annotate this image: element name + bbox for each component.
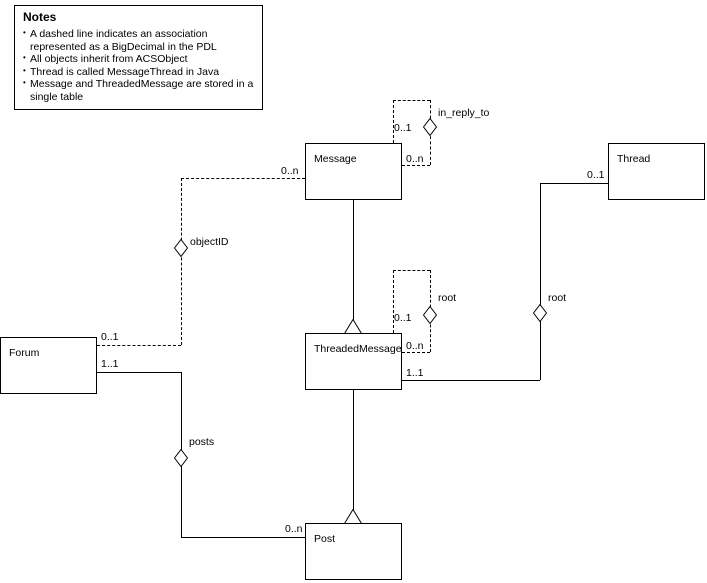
root-thread-line-top [540,183,608,184]
entity-thread: Thread [608,143,705,200]
multiplicity-in-reply-to-target: 0..1 [394,122,412,134]
entity-post: Post [305,523,402,580]
note-item: Message and ThreadedMessage are stored i… [23,77,255,103]
posts-diamond [174,449,188,467]
entity-forum-label: Forum [9,347,40,359]
note-item: A dashed line indicates an association r… [23,27,255,53]
multiplicity-root-self-source: 0..n [406,340,424,352]
entity-thread-label: Thread [617,153,651,165]
notes-title: Notes [23,10,57,24]
root-self-label: root [438,292,457,304]
objectid-label: objectID [190,236,229,248]
posts-line-top [97,372,181,373]
note-item: All objects inherit from ACSObject [23,52,255,66]
in-reply-to-diamond [423,118,437,136]
objectid-line-vertical [181,178,182,345]
in-reply-to-label: in_reply_to [438,107,490,119]
multiplicity-root-thread: 0..1 [587,169,605,181]
inheritance-line-message-threadedmessage [353,200,354,320]
multiplicity-root-self-target: 0..1 [394,312,412,324]
root-thread-line-vertical [540,183,541,380]
in-reply-to-line-bottom [402,165,430,166]
note-item: Thread is called MessageThread in Java [23,65,255,79]
notes-box: Notes A dashed line indicates an associa… [14,5,263,110]
entity-message: Message [305,143,402,200]
root-self-line-top [393,270,430,271]
entity-post-label: Post [314,533,336,545]
entity-threadedmessage-label: ThreadedMessage [314,343,402,355]
entity-message-label: Message [314,153,357,165]
root-self-line-left [393,270,394,333]
inheritance-triangle-threadedmessage [344,319,362,334]
multiplicity-root-threadedmessage: 1..1 [406,367,424,379]
entity-forum: Forum [0,337,97,394]
multiplicity-objectid-forum: 0..1 [101,331,119,343]
objectid-line-bottom [97,345,181,346]
multiplicity-in-reply-to-source: 0..n [406,153,424,165]
root-thread-diamond [533,304,547,322]
multiplicity-objectid-message: 0..n [281,165,299,177]
in-reply-to-line-left [393,100,394,143]
in-reply-to-line-top [393,100,430,101]
objectid-line-top [181,178,305,179]
notes-list: A dashed line indicates an association r… [23,27,255,103]
root-self-line-bottom [402,352,430,353]
objectid-diamond [174,239,188,257]
posts-line-bottom [181,537,305,538]
root-thread-label: root [548,292,567,304]
root-thread-line-bottom [402,380,540,381]
inheritance-triangle-post [344,509,362,524]
posts-label: posts [189,436,215,448]
multiplicity-posts-forum: 1..1 [101,358,119,370]
multiplicity-posts-post: 0..n [285,523,303,535]
root-self-diamond [423,306,437,324]
entity-threadedmessage: ThreadedMessage [305,333,402,390]
inheritance-line-threadedmessage-post [353,390,354,510]
